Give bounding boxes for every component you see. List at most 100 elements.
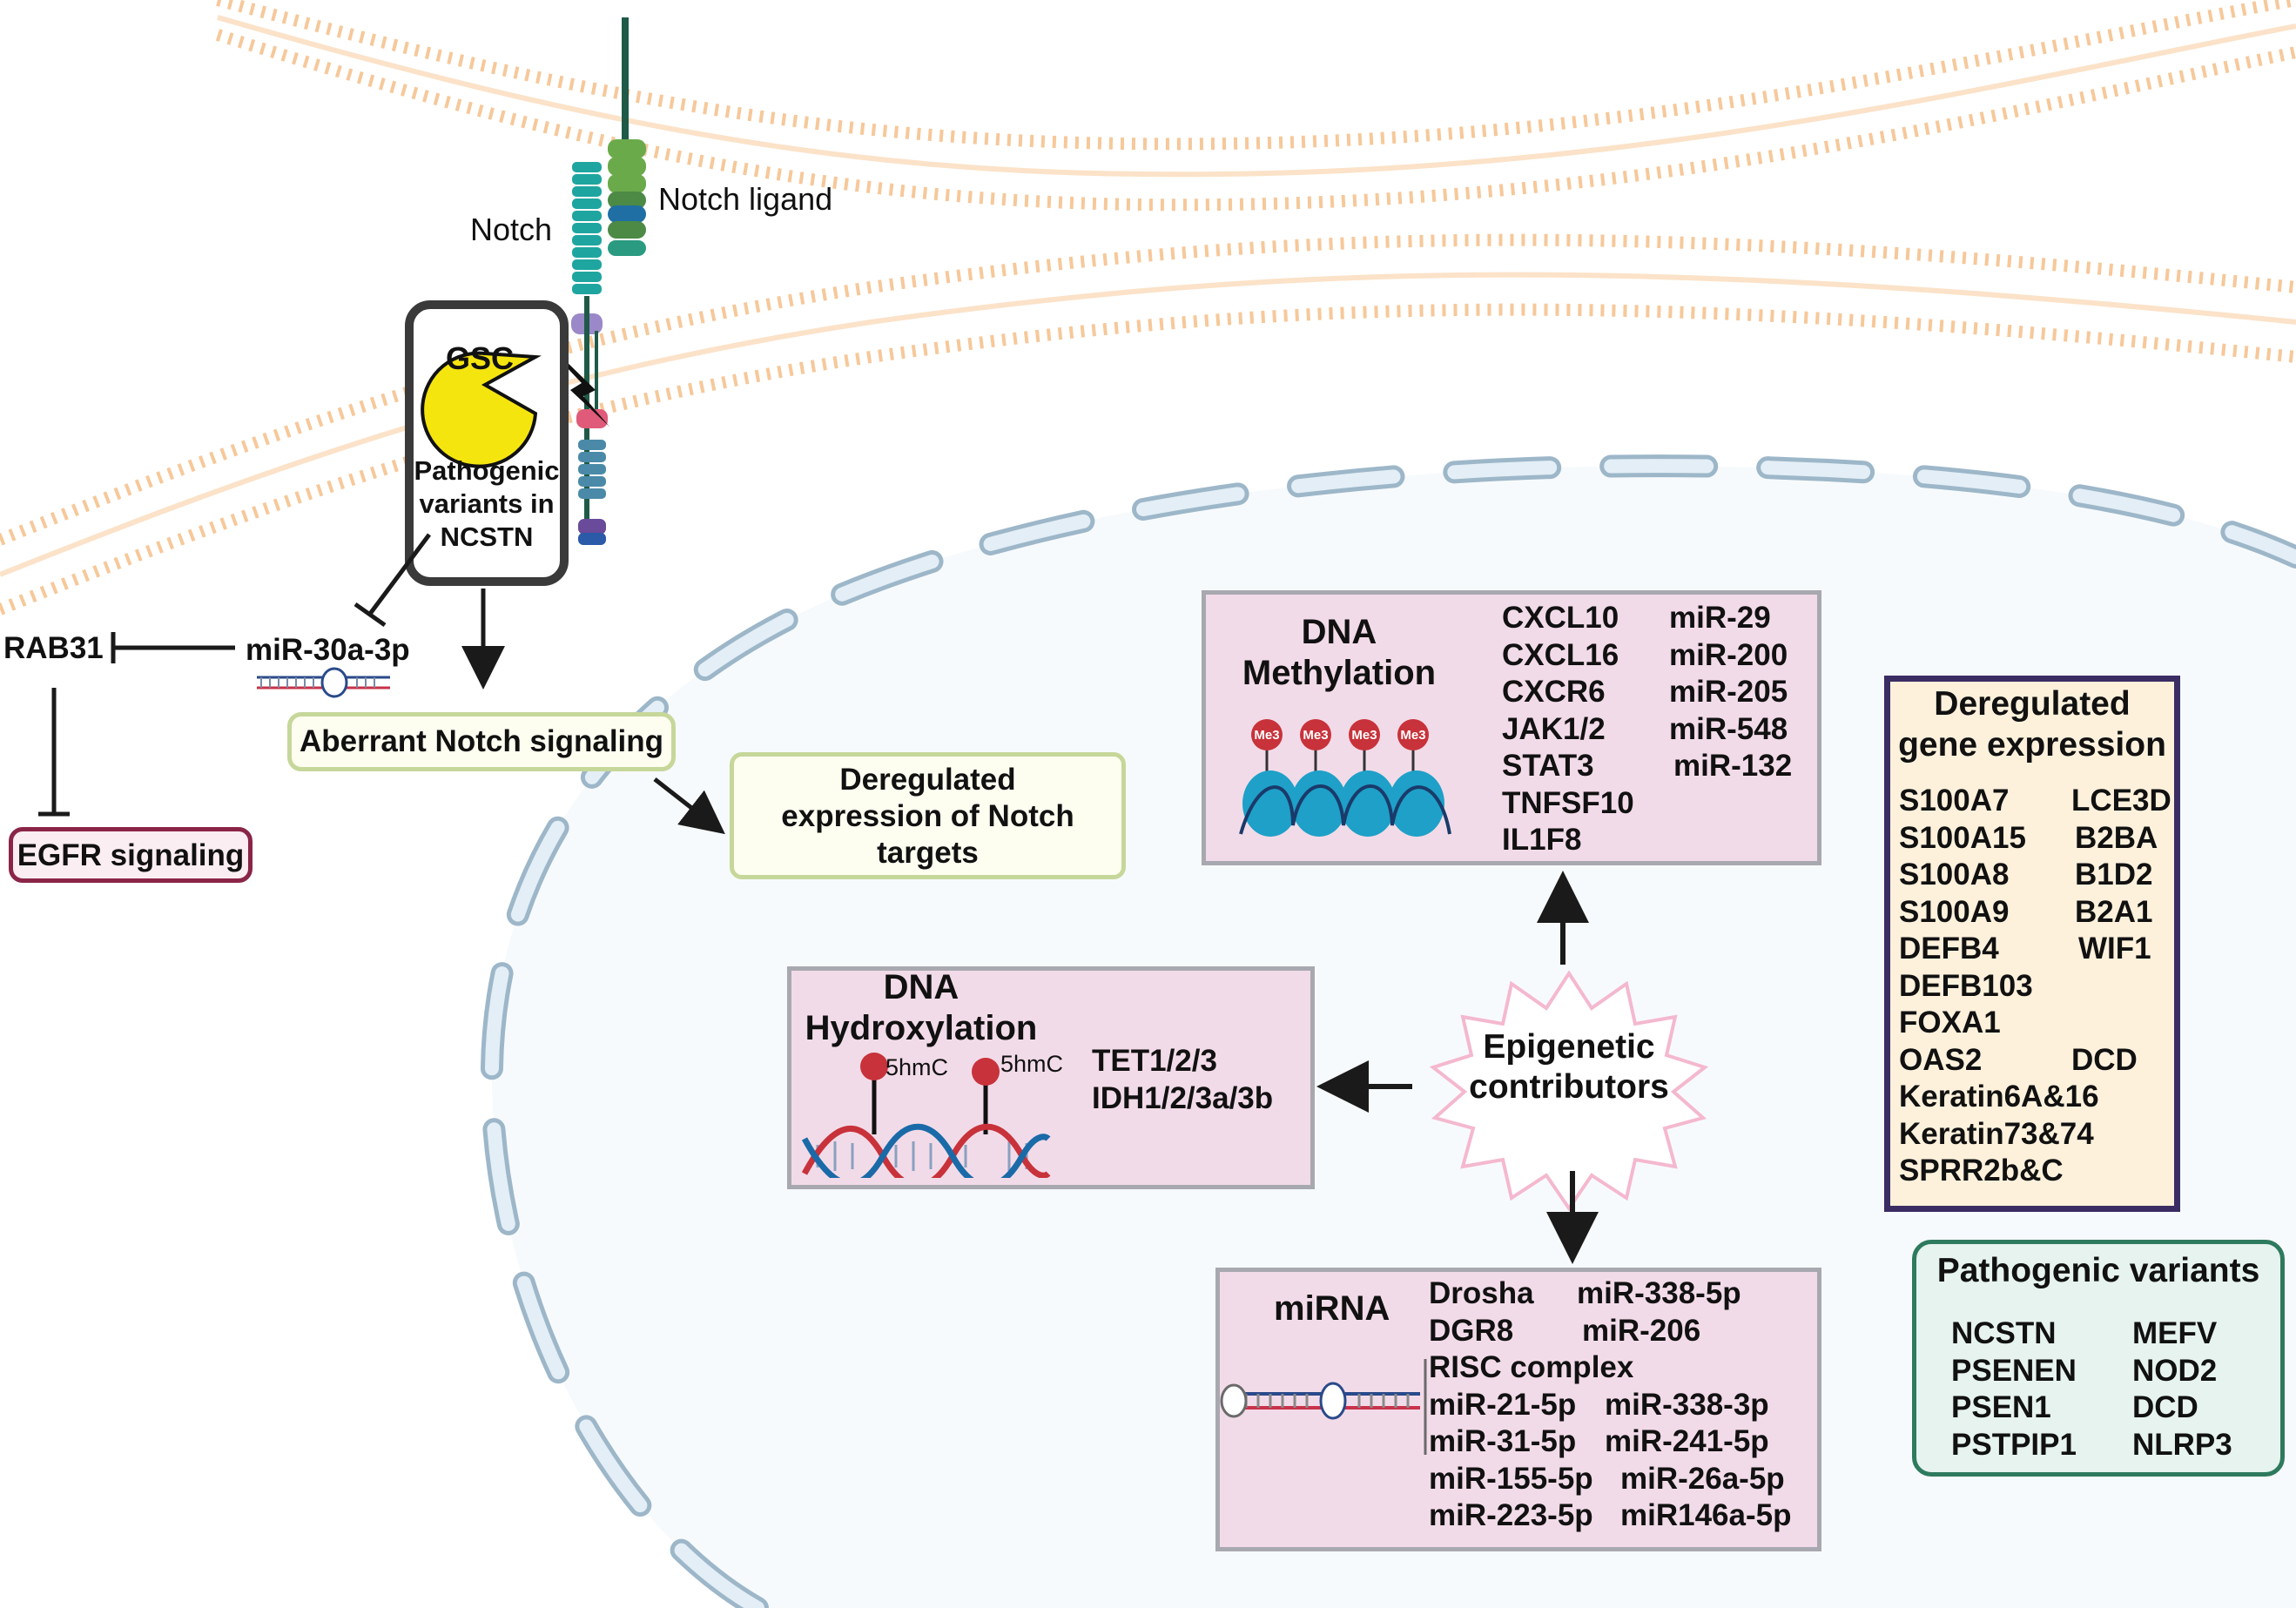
- me3-marker-3: Me3: [1351, 728, 1377, 743]
- me3-marker-2: Me3: [1303, 728, 1329, 743]
- methylation-gene-7: IL1F8: [1502, 823, 1582, 857]
- methylation-gene-4: JAK1/2: [1502, 711, 1606, 746]
- deregulated-gene-left-11: SPRR2b&C: [1899, 1154, 2064, 1187]
- deregulated-gene-expression-title: Deregulated gene expression: [1890, 683, 2174, 765]
- lower-cell-membrane: [0, 233, 2296, 616]
- 5hmc-label-2: 5hmC: [1000, 1051, 1064, 1077]
- deregulated-gene-right-1: LCE3D: [2071, 784, 2171, 817]
- methylation-mirna-2: miR-200: [1669, 637, 1788, 672]
- dna-hydroxylation-box: DNA Hydroxylation 5hmC 5hmC TET1/2/3 IDH…: [787, 966, 1315, 1189]
- inhibit-line-ncstn-mir30a: [367, 533, 432, 616]
- hydroxylation-gene-1: TET1/2/3: [1092, 1044, 1217, 1078]
- mirna-left-3: RISC complex: [1429, 1350, 1634, 1384]
- deregulated-gene-left-5: DEFB4: [1899, 932, 1999, 965]
- pathogenic-variants-left: NCSTN PSENEN PSEN1 PSTPIP1: [1951, 1315, 2077, 1463]
- gsc-label: GSC: [446, 340, 515, 376]
- mirna-left-7: miR-223-5p: [1429, 1498, 1593, 1532]
- pathogenic-variant-right-3: DCD: [2132, 1390, 2198, 1424]
- notch-receptor-protein: [549, 162, 609, 545]
- mir30a-label: miR-30a-3p: [246, 633, 410, 667]
- rab31-label: RAB31: [3, 631, 104, 665]
- deregulated-gene-left-10: Keratin73&74: [1899, 1116, 2094, 1151]
- deregulated-gene-list-left: S100A7 S100A15 S100A8 S100A9 DEFB4 DEFB1…: [1899, 783, 2099, 1190]
- dna-hydroxylation-title-line-1: DNA: [883, 968, 959, 1006]
- mirna-left-1: Drosha: [1429, 1276, 1534, 1310]
- methylation-mirna-5: miR-132: [1673, 749, 1793, 783]
- pathogenic-ncstn-label: Pathogenic variants in NCSTN: [409, 454, 564, 554]
- pathogenic-variant-right-1: MEFV: [2132, 1316, 2218, 1350]
- methylation-gene-6: TNFSF10: [1502, 785, 1634, 820]
- pathogenic-variant-left-4: PSTPIP1: [1951, 1427, 2077, 1462]
- dna-methylation-title: DNA Methylation: [1239, 612, 1439, 694]
- upper-cell-membrane: [215, 0, 2296, 212]
- deregulated-gene-right-4: B2A1: [2075, 894, 2153, 929]
- mirna-right-4: miR-338-3p: [1605, 1387, 1769, 1422]
- mirna-left-2: DGR8: [1429, 1313, 1514, 1348]
- pathogenic-variants-right: MEFV NOD2 DCD NLRP3: [2132, 1315, 2232, 1463]
- deregulated-gene-right-8: DCD: [2071, 1042, 2138, 1077]
- mirna-left-4: miR-21-5p: [1429, 1387, 1577, 1422]
- methylation-mirna-1: miR-29: [1669, 601, 1771, 635]
- deregulated-gene-left-9: Keratin6A&16: [1899, 1080, 2099, 1113]
- dna-methylation-title-line-1: DNA: [1301, 613, 1377, 651]
- deregulated-gene-expression-title-line-2: gene expression: [1898, 726, 2166, 764]
- mirna-hairpin-small-icon: [257, 667, 390, 698]
- deregulated-gene-left-3: S100A8: [1899, 858, 2010, 891]
- hydroxylation-gene-2: IDH1/2/3a/3b: [1092, 1081, 1274, 1115]
- methylation-mirna-3: miR-205: [1669, 675, 1788, 709]
- mirna-right-3: [1220, 1349, 1791, 1387]
- deregulated-gene-left-1: S100A7: [1899, 784, 2010, 817]
- deregulated-gene-left-2: S100A15: [1899, 820, 2026, 855]
- pathogenic-variant-left-3: PSEN1: [1951, 1390, 2051, 1424]
- methylation-gene-5: STAT3: [1502, 749, 1594, 783]
- arrow-aberrant-deregulated: [653, 777, 725, 835]
- deregulated-gene-right-7: [2071, 1005, 2171, 1042]
- methylation-gene-2: CXCL16: [1502, 637, 1619, 672]
- mirna-list-right: miR-338-5p miR-206 miR-338-3p miR-241-5p…: [1220, 1275, 1791, 1535]
- deregulated-gene-right-2: B2BA: [2075, 820, 2158, 855]
- notch-ligand-protein: [608, 17, 646, 256]
- deregulated-gene-left-4: S100A9: [1899, 894, 2010, 929]
- dna-hydroxylation-title-line-2: Hydroxylation: [805, 1009, 1038, 1047]
- deregulated-notch-line-1: Deregulated: [839, 763, 1016, 797]
- me3-marker-4: Me3: [1400, 728, 1426, 743]
- deregulated-gene-left-6: DEFB103: [1899, 968, 2033, 1003]
- pathogenic-ncstn-line-2: variants in: [419, 488, 555, 519]
- pathogenic-variants-box: Pathogenic variants NCSTN PSENEN PSEN1 P…: [1912, 1240, 2285, 1477]
- epigenetic-contributors-label: Epigenetic contributors: [1445, 1027, 1693, 1107]
- pathogenic-variant-left-2: PSENEN: [1951, 1353, 2077, 1388]
- dna-double-helix-icon: [801, 1053, 1051, 1178]
- pathogenic-variant-right-4: NLRP3: [2132, 1427, 2232, 1462]
- deregulated-gene-right-5: WIF1: [2078, 932, 2151, 965]
- deregulated-gene-left-8: OAS2: [1899, 1042, 1983, 1077]
- epigenetic-contributors-line-1: Epigenetic: [1483, 1028, 1655, 1066]
- pathogenic-ncstn-line-1: Pathogenic: [414, 455, 560, 486]
- mirna-left-5: miR-31-5p: [1429, 1424, 1577, 1458]
- pathogenic-variants-title: Pathogenic variants: [1936, 1252, 2260, 1289]
- mirna-box: miRNA Drosha DGR8 RISC complex miR-21-5p…: [1215, 1268, 1821, 1551]
- notch-label: Notch: [470, 212, 553, 247]
- mirna-left-6: miR-155-5p: [1429, 1461, 1593, 1496]
- dna-methylation-title-line-2: Methylation: [1242, 654, 1437, 692]
- nucleus-envelope: [480, 454, 2296, 1608]
- notch-ligand-label: Notch ligand: [658, 181, 833, 217]
- methylation-gene-3: CXCR6: [1502, 675, 1606, 709]
- mirna-title: miRNA: [1274, 1289, 1390, 1328]
- pathogenic-variant-right-2: NOD2: [2132, 1353, 2218, 1388]
- methylation-gene-list: CXCL10 CXCL16 CXCR6 JAK1/2 STAT3 TNFSF10…: [1502, 600, 1634, 859]
- dna-hydroxylation-title: DNA Hydroxylation: [804, 967, 1039, 1049]
- aberrant-notch-box: Aberrant Notch signaling: [287, 712, 676, 771]
- deregulated-gene-right-3: B1D2: [2075, 858, 2153, 891]
- deregulated-notch-line-2: expression of Notch: [781, 799, 1074, 833]
- dna-methylation-box: DNA Methylation Me3 Me3 Me3 Me3 CXCL10 C…: [1202, 590, 1821, 865]
- deregulated-gene-list-right: LCE3D B2BA B1D2 B2A1 WIF1 DCD: [2071, 783, 2171, 1079]
- mirna-right-5: miR-241-5p: [1605, 1424, 1769, 1458]
- mirna-right-7: miR146a-5p: [1620, 1498, 1792, 1532]
- mirna-right-6: miR-26a-5p: [1620, 1461, 1785, 1496]
- deregulated-gene-expression-title-line-1: Deregulated: [1934, 685, 2131, 723]
- deregulated-gene-expression-box: Deregulated gene expression S100A7 S100A…: [1884, 676, 2180, 1212]
- methylation-mirna-4: miR-548: [1669, 711, 1788, 746]
- me3-marker-1: Me3: [1254, 728, 1280, 743]
- mirna-right-2: miR-206: [1582, 1313, 1701, 1348]
